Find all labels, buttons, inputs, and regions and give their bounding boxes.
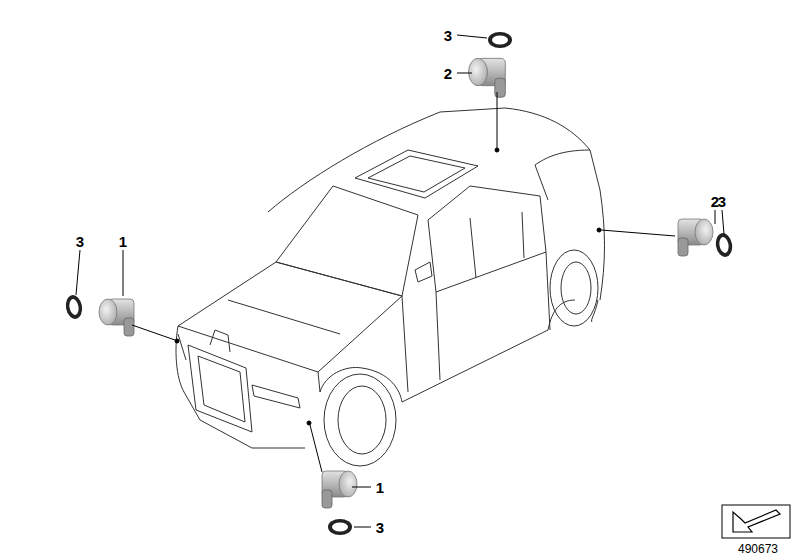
- leader-lines: [76, 35, 724, 527]
- callout-number: 2: [444, 66, 452, 81]
- callout-number: 1: [119, 234, 127, 249]
- callout-number: 3: [444, 28, 452, 43]
- sensor-parts: [64, 32, 734, 535]
- car-outline: [176, 108, 605, 466]
- callout-number: 3: [376, 520, 384, 535]
- callout-number: 1: [376, 480, 384, 495]
- view-icon: [722, 505, 790, 538]
- callout-number: 3: [718, 194, 726, 209]
- callout-number: 3: [76, 234, 84, 249]
- diagram-id: 490673: [738, 543, 778, 555]
